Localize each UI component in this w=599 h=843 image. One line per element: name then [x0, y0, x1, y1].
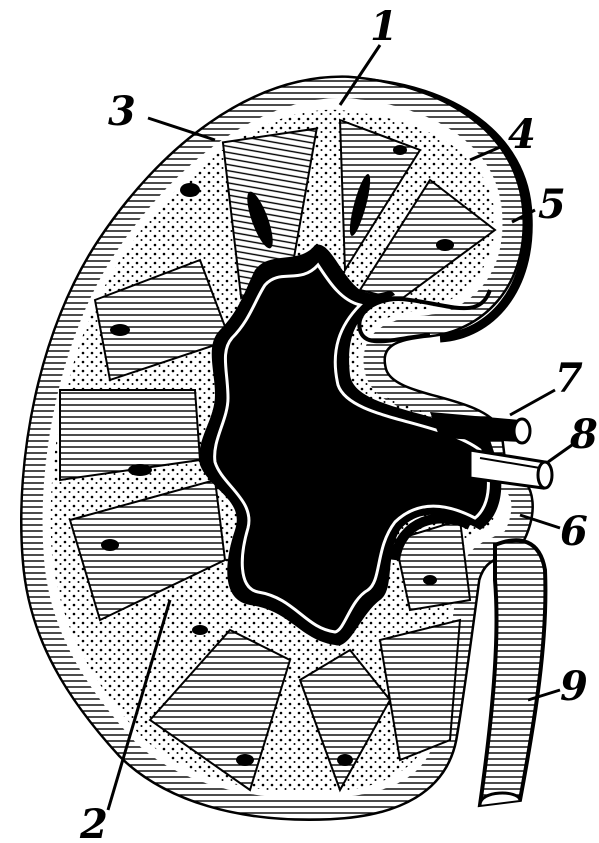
label-3: 3	[108, 88, 136, 135]
ureter	[480, 540, 545, 805]
label-4: 4	[508, 111, 536, 158]
label-7: 7	[555, 355, 583, 402]
label-5: 5	[538, 181, 566, 228]
leader-line-8	[548, 445, 572, 462]
label-1: 1	[370, 3, 398, 50]
label-9: 9	[560, 663, 588, 710]
leader-line-7	[510, 390, 555, 415]
kidney-interior	[23, 78, 532, 819]
label-2: 2	[79, 801, 108, 843]
label-8: 8	[569, 411, 598, 458]
label-6: 6	[560, 508, 588, 555]
